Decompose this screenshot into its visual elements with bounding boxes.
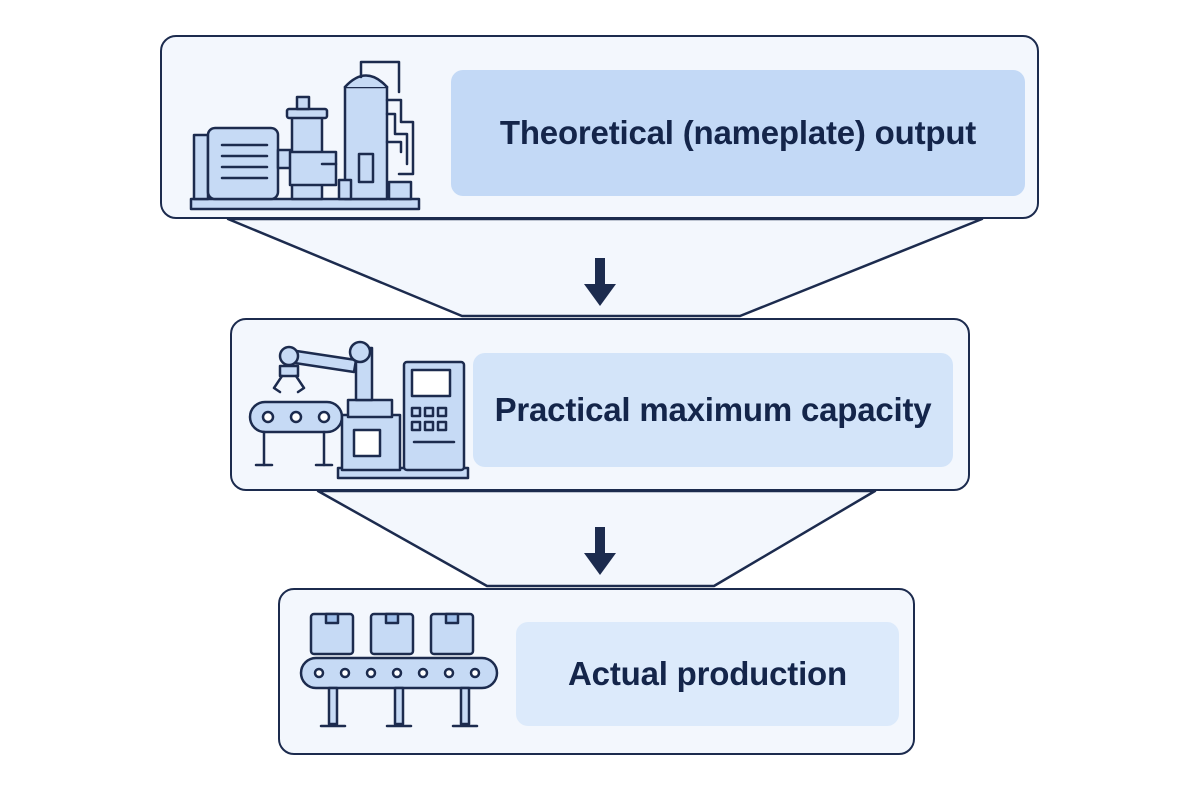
robotic-arm-conveyor-icon bbox=[248, 340, 470, 480]
tier-actual-production: Actual production bbox=[278, 588, 915, 755]
tier-theoretical-output: Theoretical (nameplate) output bbox=[160, 35, 1039, 219]
label-panel: Actual production bbox=[516, 622, 899, 726]
label-panel: Theoretical (nameplate) output bbox=[451, 70, 1025, 196]
tier-label: Actual production bbox=[568, 655, 847, 692]
boxes-on-conveyor-icon bbox=[299, 612, 499, 728]
label-panel: Practical maximum capacity bbox=[473, 353, 953, 467]
industrial-machinery-icon bbox=[189, 60, 421, 211]
down-arrow-icon bbox=[584, 527, 616, 575]
tier-practical-maximum-capacity: Practical maximum capacity bbox=[230, 318, 970, 491]
tier-label: Theoretical (nameplate) output bbox=[499, 114, 977, 151]
down-arrow-icon bbox=[584, 258, 616, 306]
tier-label: Practical maximum capacity bbox=[494, 391, 932, 428]
